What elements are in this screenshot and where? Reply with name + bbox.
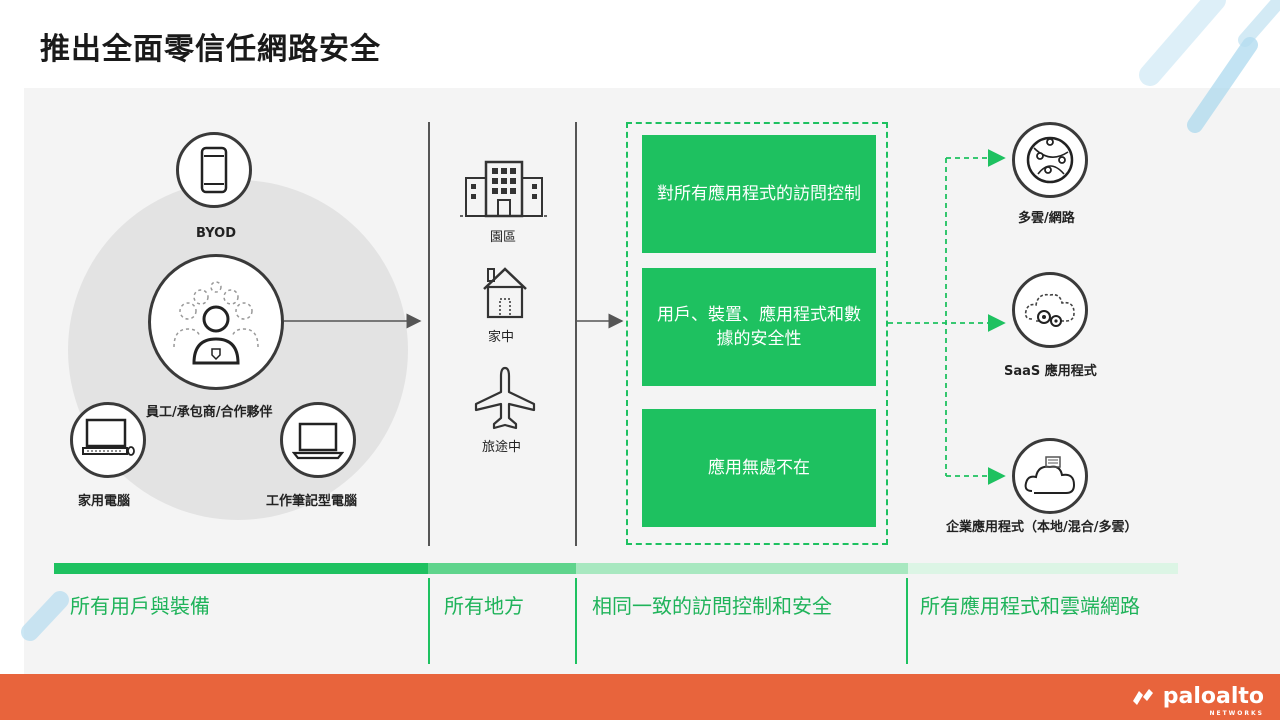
logo-name: paloalto — [1162, 684, 1264, 709]
desktop-computer-icon — [82, 418, 135, 456]
apps-everywhere-box: 應用無處不在 — [642, 409, 876, 527]
controls-dashed-frame — [626, 122, 888, 545]
cloud-datacenter-icon — [1024, 456, 1076, 494]
home-pc-label: 家用電腦 — [78, 494, 131, 509]
bottom-separator-1 — [428, 578, 430, 664]
campus-label: 園區 — [490, 230, 517, 245]
divider-left — [428, 122, 430, 546]
laptop-circle — [280, 402, 356, 478]
airplane-icon — [474, 366, 536, 430]
laptop-label: 工作筆記型電腦 — [266, 494, 358, 509]
workforce-label: 員工/承包商/合作夥伴 — [146, 405, 273, 420]
bottom-label-control: 相同一致的訪問控制和安全 — [592, 594, 832, 618]
multicloud-circle — [1012, 122, 1088, 198]
enterprise-circle — [1012, 438, 1088, 514]
home-label: 家中 — [488, 330, 515, 345]
saas-label: SaaS 應用程式 — [1004, 364, 1097, 379]
people-group-icon — [173, 281, 259, 365]
bottom-label-places: 所有地方 — [444, 594, 524, 618]
office-building-icon — [460, 160, 548, 218]
bar-places — [428, 563, 576, 574]
divider-right — [575, 122, 577, 546]
paloalto-mark-icon — [1132, 688, 1153, 705]
access-control-box: 對所有應用程式的訪問控制 — [642, 135, 876, 253]
footer-bar: paloalto NETWORKS — [0, 674, 1280, 720]
byod-label: BYOD — [196, 226, 236, 241]
workforce-circle — [148, 254, 284, 390]
bottom-label-apps: 所有應用程式和雲端網路 — [920, 594, 1140, 618]
laptop-icon — [292, 422, 344, 460]
byod-circle — [176, 132, 252, 208]
cloud-gears-icon — [1024, 293, 1075, 327]
network-globe-icon — [1026, 136, 1074, 184]
travel-label: 旅途中 — [482, 440, 522, 455]
bottom-separator-3 — [906, 578, 908, 664]
bar-users — [54, 563, 428, 574]
smartphone-icon — [200, 146, 228, 194]
multicloud-label: 多雲/網路 — [1018, 211, 1075, 226]
paloalto-logo: paloalto NETWORKS — [1131, 684, 1264, 717]
enterprise-label: 企業應用程式（本地/混合/多雲） — [946, 520, 1138, 535]
logo-sub: NETWORKS — [1209, 710, 1264, 717]
bottom-separator-2 — [575, 578, 577, 664]
house-icon — [483, 267, 527, 319]
security-box: 用戶、裝置、應用程式和數據的安全性 — [642, 268, 876, 386]
home-pc-circle — [70, 402, 146, 478]
page-title: 推出全面零信任網路安全 — [40, 32, 381, 67]
connector-arrows — [284, 149, 1006, 485]
bar-control — [576, 563, 908, 574]
bottom-label-users: 所有用戶與裝備 — [70, 594, 210, 618]
bar-apps — [908, 563, 1178, 574]
saas-circle — [1012, 272, 1088, 348]
